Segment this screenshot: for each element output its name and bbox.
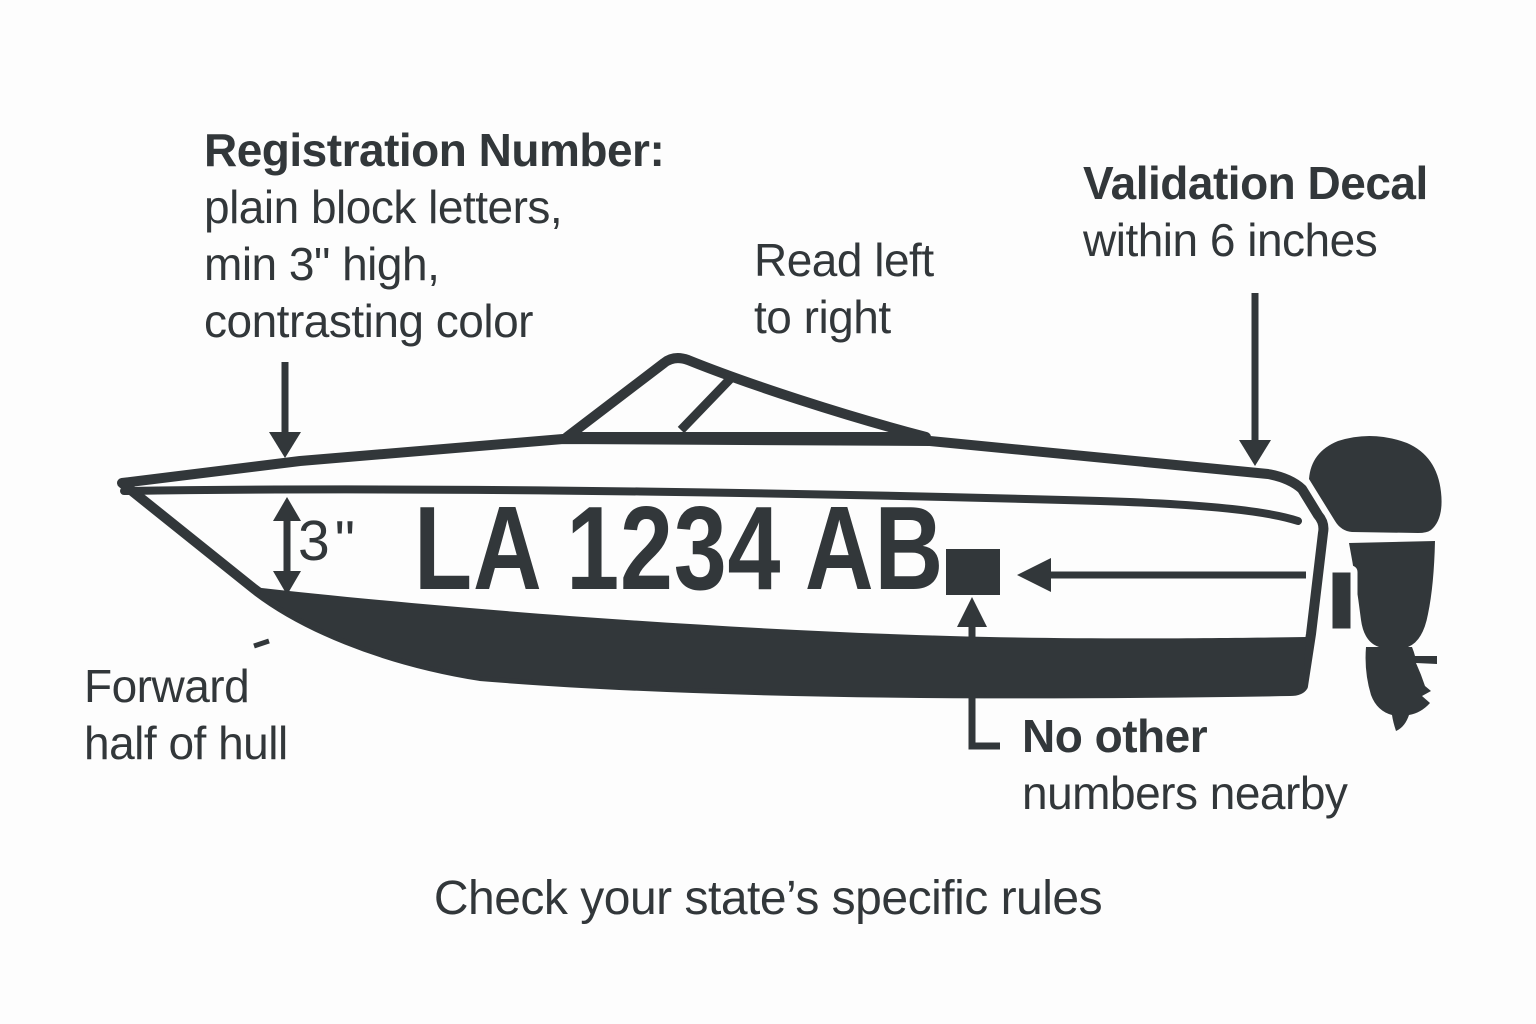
caption-text: Check your state’s specific rules	[433, 872, 1103, 925]
registration-label-heading: Registration Number:	[204, 124, 665, 176]
decal-offset-arrow-icon	[1017, 558, 1306, 592]
validation-decal-label: Validation Decal within 6 inches	[1083, 155, 1428, 269]
forward-tick-mark	[253, 638, 270, 649]
registration-number-label: Registration Number: plain block letters…	[204, 122, 665, 350]
outboard-motor-cowling	[1309, 435, 1442, 533]
forward-half-line: Forward	[84, 660, 250, 712]
read-direction-label: Read left to right	[754, 232, 934, 346]
no-other-line: numbers nearby	[1022, 767, 1348, 819]
registration-label-line: contrasting color	[204, 295, 534, 347]
no-other-numbers-label: No other numbers nearby	[1022, 708, 1348, 822]
registration-label-line: min 3" high,	[204, 238, 440, 290]
no-other-heading: No other	[1022, 710, 1208, 762]
hull-registration-number: LA 1234 AB	[414, 482, 945, 615]
no-other-arrow-icon	[957, 597, 1000, 750]
outboard-motor-lower-unit	[1365, 647, 1437, 731]
forward-half-label: Forward half of hull	[84, 658, 288, 772]
three-inch-measurement-label: 3"	[298, 509, 360, 573]
forward-half-line: half of hull	[84, 717, 288, 769]
outboard-motor-midsection	[1349, 541, 1435, 647]
validation-decal-square	[946, 549, 1000, 595]
three-inch-arrow-icon	[273, 497, 301, 595]
validation-decal-line: within 6 inches	[1083, 214, 1378, 266]
validation-decal-heading: Validation Decal	[1083, 157, 1428, 209]
read-direction-line: Read left	[754, 234, 934, 286]
registration-label-line: plain block letters,	[204, 181, 563, 233]
transom-bracket	[1325, 565, 1358, 636]
windshield	[562, 353, 931, 442]
read-direction-line: to right	[754, 291, 891, 343]
registration-arrow-icon	[269, 362, 301, 458]
validation-decal-arrow-icon	[1239, 293, 1271, 466]
rub-rail-line	[120, 485, 1302, 525]
windshield-divider-line	[677, 372, 737, 434]
hull-bottom-band	[253, 587, 1306, 694]
